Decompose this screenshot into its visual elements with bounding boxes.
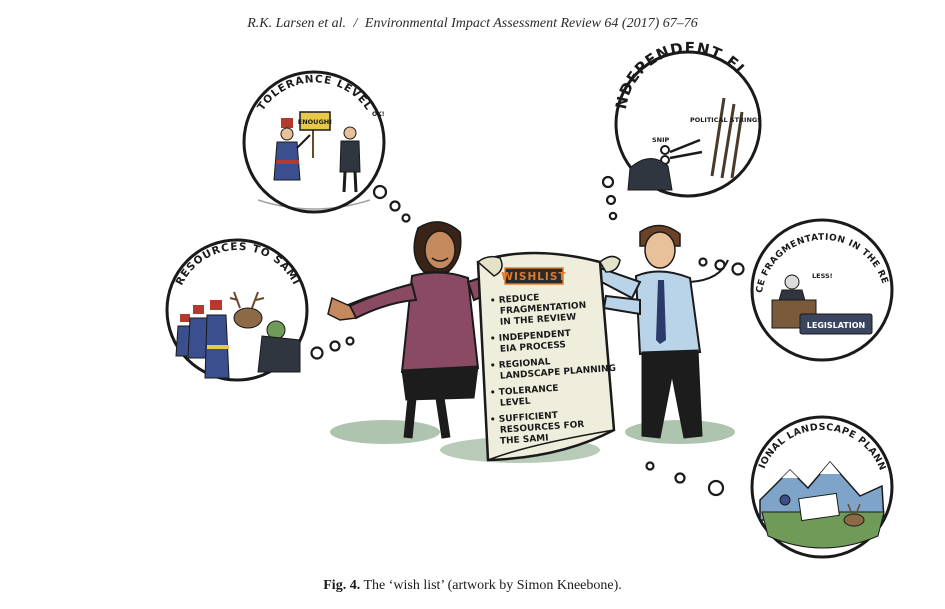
thought-trail-fragmentation: [698, 257, 745, 276]
wishlist-item-4-line-2: LEVEL: [500, 397, 532, 409]
bubble-resources-to-sami: RESOURCES TO SAMI: [165, 238, 309, 382]
political-strings-text: POLITICAL STRINGS: [690, 116, 762, 124]
caption-label: Fig. 4.: [323, 578, 361, 593]
header-separator: /: [353, 16, 358, 31]
figure-caption: Fig. 4. The ‘wish list’ (artwork by Simo…: [0, 578, 945, 594]
wishlist-item-5-line-1: • SUFFICIENT: [490, 411, 559, 426]
wishlist-item-4-line-1: • TOLERANCE: [490, 384, 559, 399]
thought-trail-independent: [601, 175, 618, 221]
wishlist-item-1-line-1: • REDUCE: [490, 293, 540, 306]
thought-trail-regional: [645, 461, 725, 497]
scroll-title: WISHLIST: [501, 271, 566, 283]
legislation-box-text: LEGISLATION: [807, 321, 865, 330]
wishlist-item-3-line-1: • REGIONAL: [490, 357, 551, 371]
caption-text: The ‘wish list’ (artwork by Simon Kneebo…: [363, 578, 622, 593]
man-figure: [592, 224, 729, 439]
sign-enough-text: ENOUGH!: [298, 118, 332, 126]
wishlist-item-2-line-2: EIA PROCESS: [500, 340, 567, 355]
thought-trail-tolerance: [372, 184, 411, 223]
ground-shadow-woman: [330, 420, 440, 444]
thought-trail-resources: [310, 336, 355, 360]
speech-less-text: LESS!: [812, 272, 833, 280]
snip-text: SNIP: [652, 136, 670, 144]
header-authors: R.K. Larsen et al.: [247, 16, 347, 31]
speech-ok-text: OK!: [372, 111, 385, 118]
wishlist-item-5-line-3: THE SAMI: [500, 433, 549, 446]
header-journal: Environmental Impact Assessment Review 6…: [364, 16, 698, 31]
running-header: R.K. Larsen et al. / Environmental Impac…: [0, 16, 945, 32]
bubble-tolerance-level: TOLERANCE LEVEL ENOUGH! OK!: [242, 70, 386, 214]
